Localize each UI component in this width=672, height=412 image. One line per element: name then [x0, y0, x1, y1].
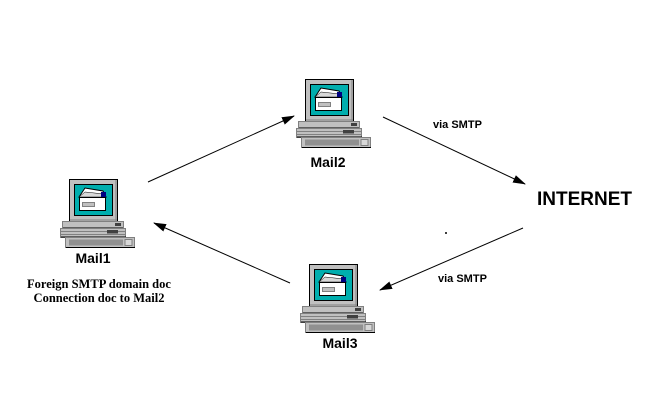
computer-email-icon-mail2 [296, 79, 372, 149]
mail1-annotation-line1: Foreign SMTP domain doc [27, 277, 171, 291]
arrow-mail1-to-mail2 [147, 115, 295, 183]
computer-email-icon-mail3 [300, 264, 376, 334]
edge-label-internet-mail3: via SMTP [438, 273, 487, 285]
node-label-mail1: Mail1 [75, 250, 111, 266]
node-label-mail3: Mail3 [322, 335, 358, 351]
mail1-annotation: Foreign SMTP domain doc Connection doc t… [26, 277, 172, 305]
stray-dot [445, 232, 447, 234]
arrow-internet-to-mail3 [379, 227, 524, 291]
computer-email-icon-mail1 [60, 179, 136, 249]
node-label-internet: INTERNET [537, 189, 632, 210]
edge-label-mail2-internet: via SMTP [433, 119, 482, 131]
arrow-mail2-to-internet [382, 116, 526, 185]
arrow-mail3-to-mail1 [153, 222, 291, 284]
node-label-mail2: Mail2 [310, 154, 346, 170]
mail1-annotation-line2: Connection doc to Mail2 [33, 291, 165, 305]
